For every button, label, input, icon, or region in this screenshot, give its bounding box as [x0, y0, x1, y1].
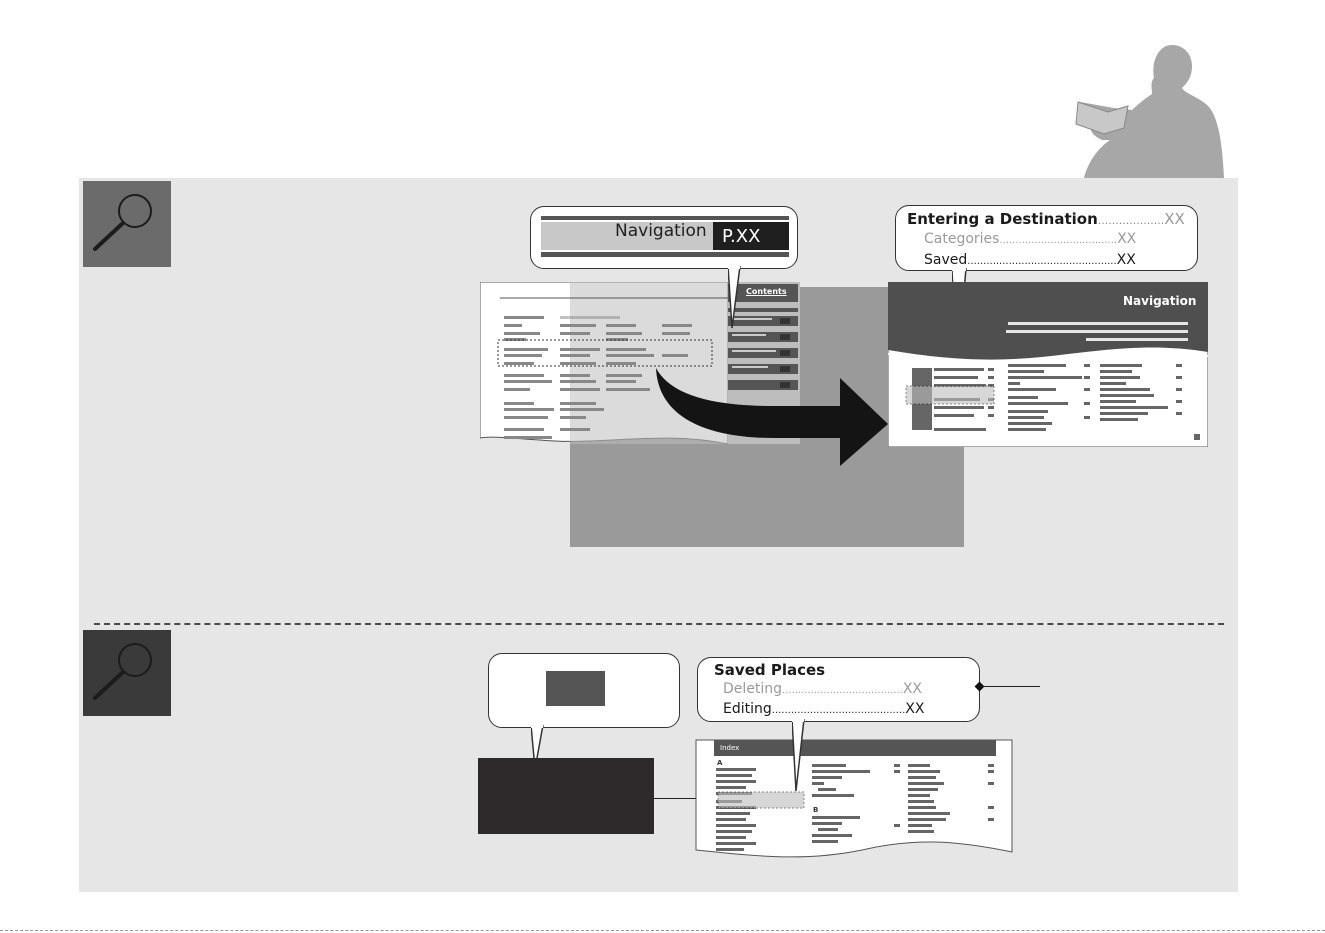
saved-places-callout: [697, 657, 980, 722]
navigation-bar-strip: [541, 216, 789, 258]
toc-item-categories: Categories..............................…: [924, 231, 1137, 247]
magnifier-icon: [83, 630, 171, 716]
index-tab-swatch: [546, 671, 605, 706]
index-item-deleting: Deleting................................…: [723, 681, 923, 697]
navigation-page-illustration: [887, 281, 1209, 448]
navigation-page-title: Navigation: [1123, 294, 1197, 308]
navigation-callout-pointer: [727, 265, 742, 334]
index-page-title: Index: [720, 744, 740, 752]
arrow-right-icon: [654, 366, 890, 474]
saved-places-heading: Saved Places: [714, 661, 826, 679]
dark-block: [478, 758, 654, 834]
page-bottom-rule: [0, 930, 1325, 931]
index-letter-b: B: [813, 806, 819, 814]
reader-silhouette-icon: [1074, 44, 1226, 182]
callout-connector-line: [982, 686, 1040, 687]
index-page-illustration: [694, 738, 1014, 858]
toc-callout: [895, 205, 1198, 271]
connector-line: [654, 798, 714, 799]
toc-item-saved: Saved...................................…: [924, 252, 1136, 268]
navigation-bar-label: Navigation: [615, 221, 707, 241]
magnifier-icon: [83, 181, 171, 267]
index-item-editing: Editing.................................…: [723, 701, 925, 717]
section-separator: [94, 623, 1224, 625]
contents-page-illustration: [479, 281, 802, 445]
saved-places-callout-pointer: [791, 718, 806, 797]
toc-heading: Entering a Destination..................…: [907, 210, 1185, 228]
page-ref-label: P.XX: [722, 226, 761, 247]
index-letter-a: A: [717, 759, 723, 767]
contents-tab-label: Contents: [746, 287, 787, 296]
